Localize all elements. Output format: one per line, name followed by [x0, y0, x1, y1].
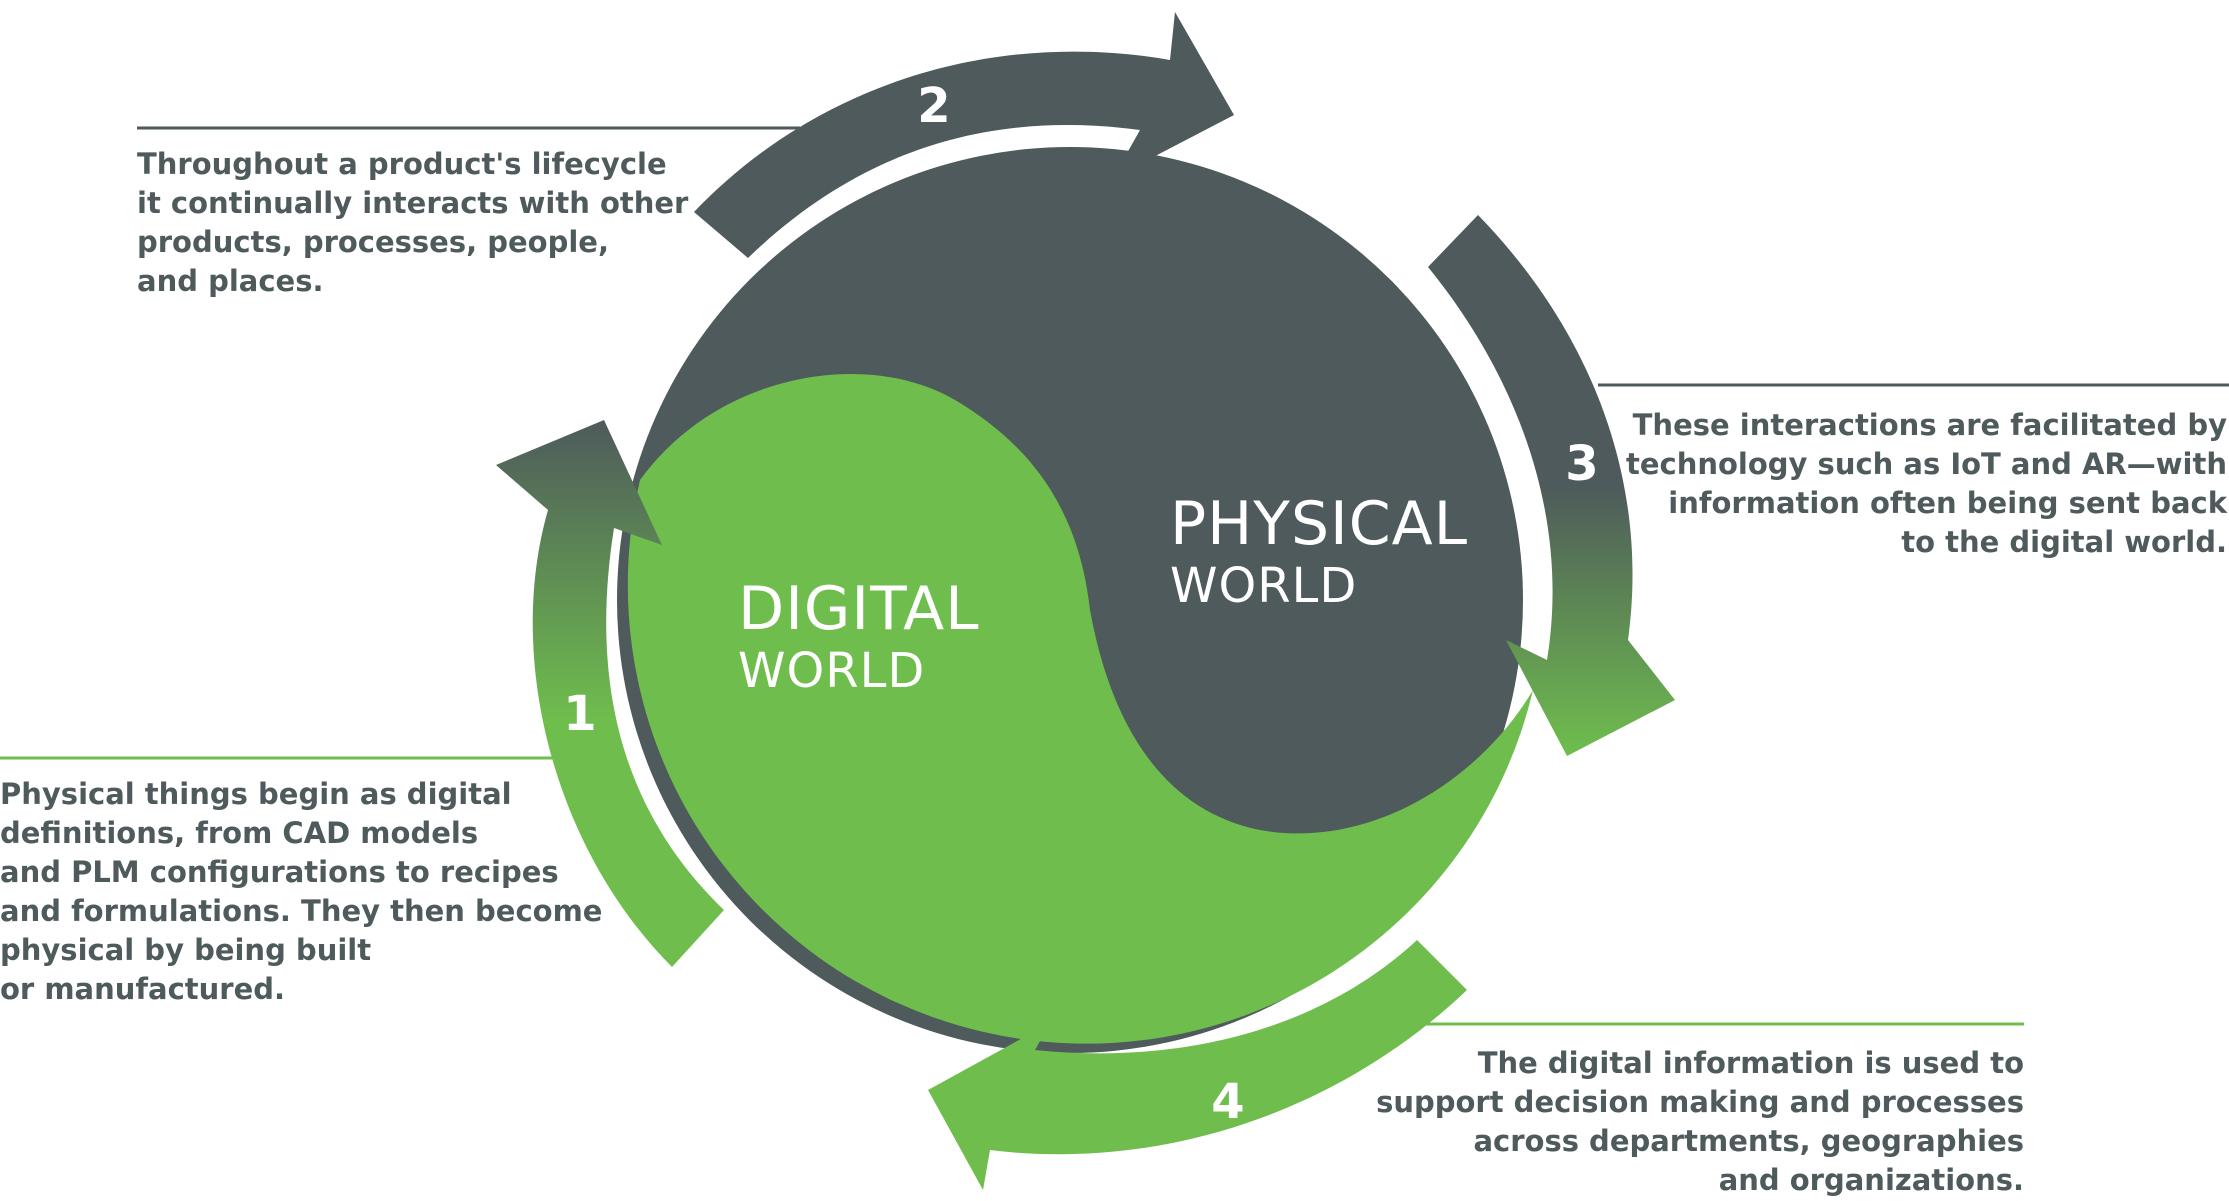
caption-line: The digital information is used to — [1477, 1046, 2024, 1080]
caption-line: These interactions are facilitated by — [1632, 408, 2227, 442]
caption-line: it continually interacts with other — [137, 186, 689, 220]
caption-step-1: Physical things begin as digital definit… — [0, 775, 602, 1009]
caption-step-2: Throughout a product's lifecycle it cont… — [137, 145, 688, 301]
arrow-step-2 — [694, 12, 1234, 258]
physical-world-line1: PHYSICAL — [1170, 489, 1469, 559]
caption-line: Throughout a product's lifecycle — [137, 147, 667, 181]
step-number-1: 1 — [563, 686, 596, 742]
caption-line: Physical things begin as digital — [0, 777, 512, 811]
caption-line: or manufactured. — [0, 972, 286, 1006]
step-number-3: 3 — [1565, 436, 1598, 492]
step-number-2: 2 — [917, 78, 950, 134]
arrow-step-4 — [928, 940, 1467, 1190]
caption-line: and PLM configurations to recipes — [0, 855, 559, 889]
caption-line: support decision making and processes — [1376, 1085, 2024, 1119]
caption-line: products, processes, people, — [137, 225, 609, 259]
digital-world-region — [627, 374, 1533, 1044]
physical-world-title: PHYSICAL WORLD — [1170, 490, 1468, 614]
digital-world-line1: DIGITAL — [738, 574, 980, 644]
digital-world-line2: WORLD — [738, 643, 926, 699]
caption-step-3: These interactions are facilitated by te… — [1626, 406, 2227, 562]
caption-line: across departments, geographies — [1473, 1124, 2024, 1158]
caption-line: to the digital world. — [1901, 525, 2227, 559]
caption-step-4: The digital information is used to suppo… — [1376, 1044, 2024, 1200]
arrow-step-1 — [496, 420, 724, 967]
step-number-4: 4 — [1211, 1074, 1244, 1130]
digital-world-title: DIGITAL WORLD — [738, 575, 980, 699]
physical-world-line2: WORLD — [1170, 558, 1358, 614]
caption-line: and places. — [137, 264, 324, 298]
caption-line: information often being sent back — [1668, 486, 2227, 520]
caption-line: and organizations. — [1718, 1163, 2024, 1197]
caption-line: technology such as IoT and AR—with — [1626, 447, 2227, 481]
caption-line: definitions, from CAD models — [0, 816, 479, 850]
caption-line: and formulations. They then become — [0, 894, 603, 928]
arrow-step-3 — [1428, 215, 1675, 756]
caption-line: physical by being built — [0, 933, 372, 967]
